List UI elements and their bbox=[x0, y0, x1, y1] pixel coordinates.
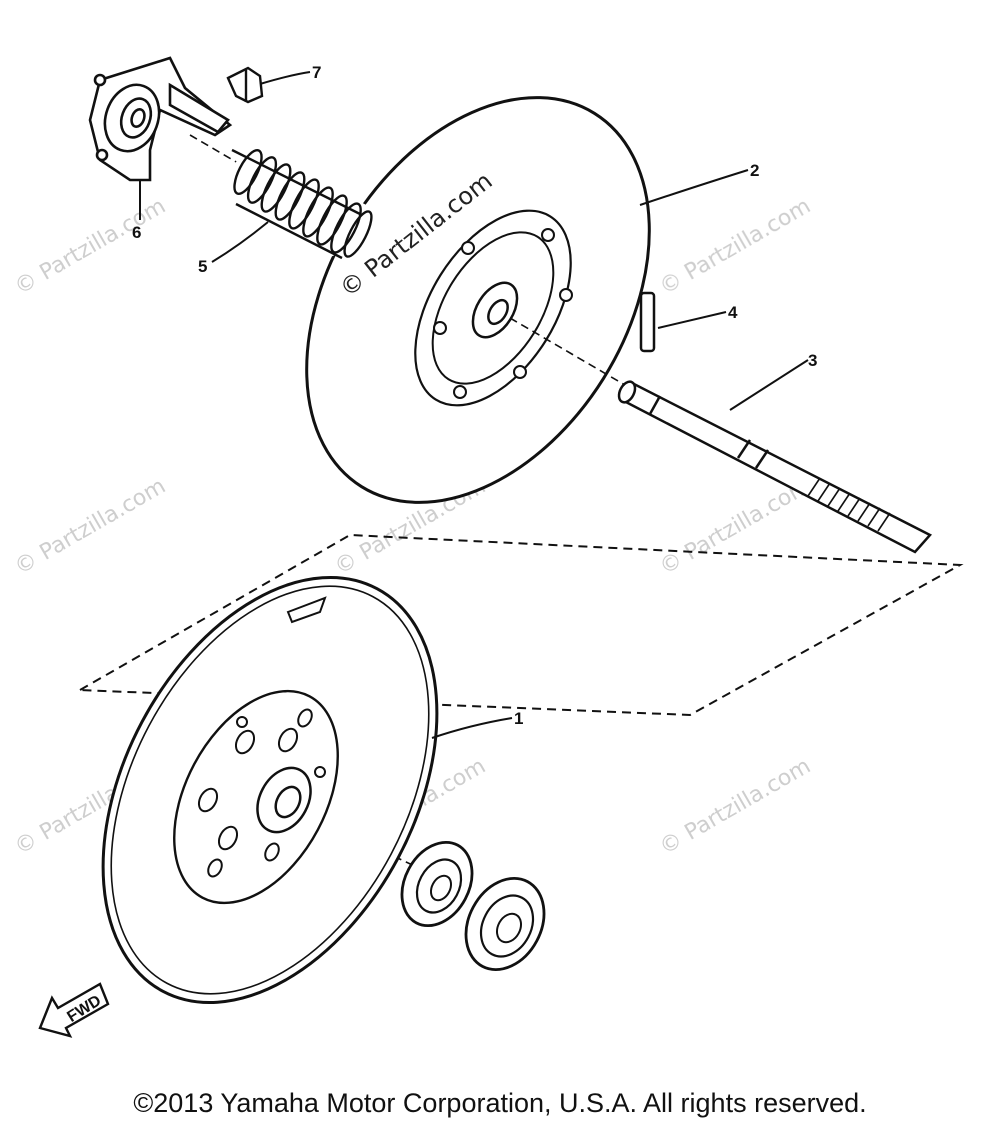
parts-diagram: © Partzilla.com © Partzilla.com © Partzi… bbox=[11, 56, 964, 1038]
watermark: © Partzilla.com bbox=[656, 754, 816, 861]
reference-plane bbox=[76, 533, 964, 717]
front-arrow-icon: FWD bbox=[38, 982, 110, 1038]
part-7-bolt bbox=[226, 66, 264, 104]
copyright-notice: ©2013 Yamaha Motor Corporation, U.S.A. A… bbox=[133, 1088, 867, 1118]
watermark: © Partzilla.com bbox=[656, 194, 816, 301]
bearing bbox=[400, 840, 474, 928]
callout-7: 7 bbox=[312, 63, 321, 82]
part-2-sheave bbox=[305, 96, 651, 504]
axis-line bbox=[509, 317, 626, 386]
part-4-key bbox=[639, 291, 656, 353]
watermark: © Partzilla.com bbox=[656, 474, 816, 581]
callout-1: 1 bbox=[514, 709, 523, 728]
callout-4: 4 bbox=[728, 303, 738, 322]
callout-5: 5 bbox=[198, 257, 207, 276]
callout-3: 3 bbox=[808, 351, 817, 370]
callout-2: 2 bbox=[750, 161, 759, 180]
part-5-spring bbox=[225, 148, 373, 260]
bearing bbox=[464, 876, 546, 972]
part-1-sheave bbox=[101, 575, 439, 1005]
watermark: © Partzilla.com bbox=[11, 474, 171, 581]
part-3-shaft bbox=[617, 380, 933, 554]
part-6-bracket bbox=[88, 56, 233, 220]
leader-lines bbox=[211, 71, 809, 739]
watermark: © Partzilla.com bbox=[11, 194, 171, 301]
callout-6: 6 bbox=[132, 223, 141, 242]
